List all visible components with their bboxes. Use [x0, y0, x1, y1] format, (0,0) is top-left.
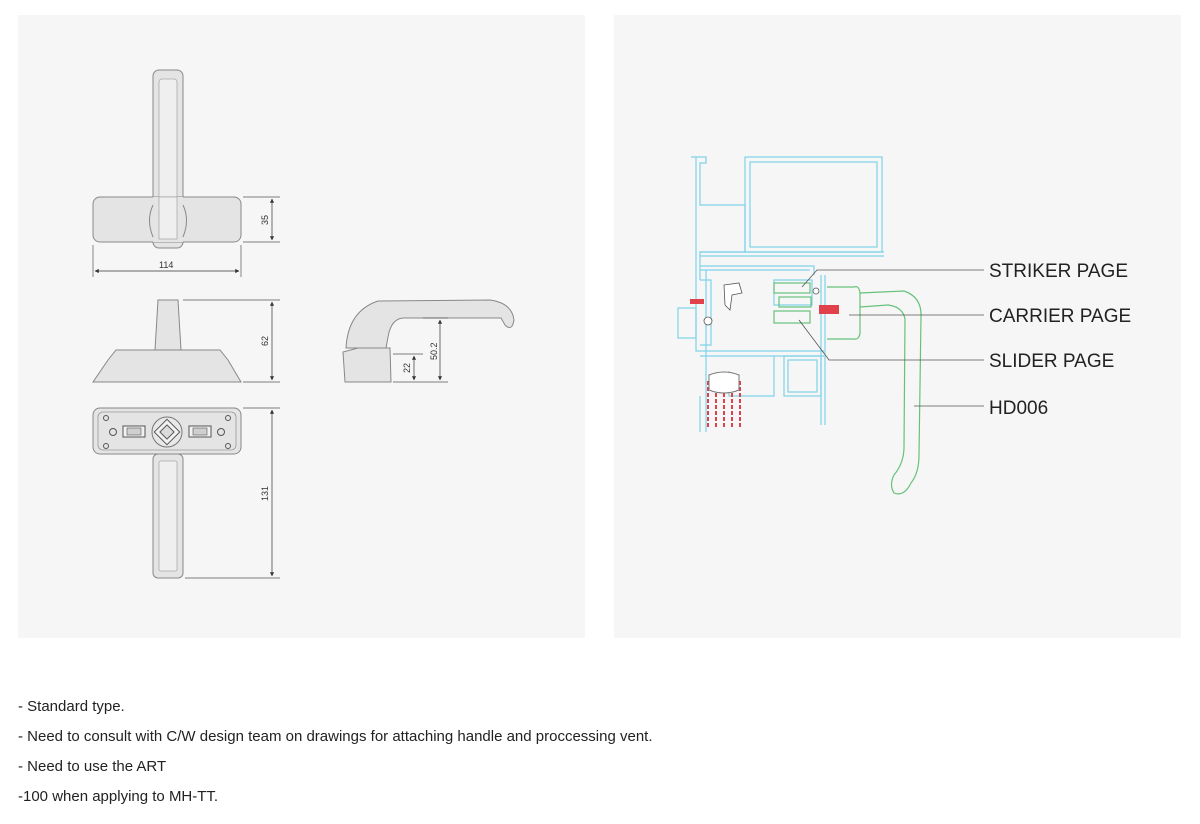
dimension-62: 62: [183, 299, 280, 383]
note-item: -100 when applying to MH-TT.: [18, 788, 219, 805]
callout-hd006: HD006: [989, 398, 1048, 419]
dimension-114: 114: [92, 245, 242, 277]
note-item: - Standard type.: [18, 698, 125, 715]
bottom-view: [92, 407, 242, 579]
top-view: [92, 69, 242, 249]
dimension-62-label: 62: [260, 336, 270, 346]
callout-leaders: [798, 269, 984, 407]
dimension-50-2: 50.2: [423, 317, 448, 381]
section-drawing-panel: STRIKER PAGE CARRIER PAGE SLIDER PAGE HD…: [614, 15, 1181, 638]
dimension-131-label: 131: [260, 486, 270, 501]
note-item: - Need to consult with C/W design team o…: [18, 728, 653, 745]
callout-slider-page: SLIDER PAGE: [989, 351, 1114, 372]
section-drawing: STRIKER PAGE CARRIER PAGE SLIDER PAGE HD…: [677, 156, 1131, 495]
handle-drawing: 35 114 62 2: [92, 69, 515, 579]
handle-drawing-panel: 35 114 62 2: [18, 15, 585, 638]
dimension-131: 131: [185, 407, 280, 579]
note-item: - Need to use the ART: [18, 758, 167, 775]
dimension-50-2-label: 50.2: [429, 342, 439, 360]
dimension-114-label: 114: [159, 260, 173, 270]
notes-list: - Standard type. - Need to consult with …: [18, 692, 1178, 812]
handle-profile: [773, 282, 922, 495]
dimension-35-label: 35: [260, 215, 270, 225]
dimension-35: 35: [243, 196, 280, 243]
dimension-22-label: 22: [402, 363, 412, 373]
side-view: [92, 299, 242, 383]
gasket-details: [703, 282, 820, 326]
dimension-22: 22: [393, 353, 448, 383]
callout-striker-page: STRIKER PAGE: [989, 261, 1128, 282]
screw-marks: [690, 299, 839, 427]
callout-carrier-page: CARRIER PAGE: [989, 306, 1131, 327]
lever-view: [342, 299, 515, 383]
frame-profile: [677, 156, 884, 432]
